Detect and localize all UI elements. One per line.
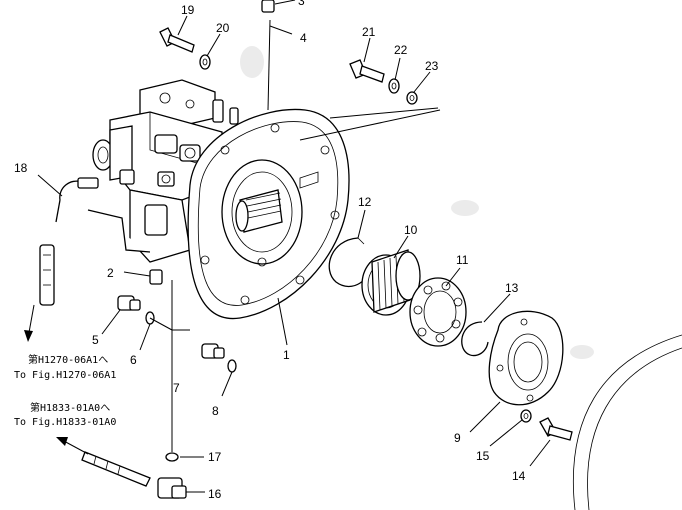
o-ring-17 [165, 452, 179, 462]
washer-20 [199, 54, 211, 70]
callout-14: 14 [512, 469, 526, 483]
bolt-14 [539, 417, 573, 441]
callout-19: 19 [181, 3, 195, 17]
callout-9: 9 [454, 431, 461, 445]
callout-4: 4 [300, 31, 307, 45]
callout-7: 7 [173, 381, 180, 395]
callout-10: 10 [404, 223, 418, 237]
callout-12: 12 [358, 195, 372, 209]
snap-ring-13 [461, 321, 489, 357]
callout-8: 8 [212, 404, 219, 418]
top-fitting [261, 0, 275, 13]
washer-22 [388, 78, 400, 94]
cover-9 [488, 310, 564, 406]
callout-3: 3 [298, 0, 305, 8]
washer-23 [406, 91, 418, 105]
callout-6: 6 [130, 353, 137, 367]
plug-7 [201, 343, 225, 359]
flange-housing [187, 108, 350, 320]
ball-bearing-11 [409, 277, 467, 347]
callout-17: 17 [208, 450, 222, 464]
callout-21: 21 [362, 25, 376, 39]
callout-numbers: 1 2 3 4 5 6 7 8 9 10 11 12 13 14 15 16 1… [14, 0, 526, 501]
leader-lines [24, 0, 551, 493]
callout-15: 15 [476, 449, 490, 463]
roller-bearing-10 [361, 249, 421, 316]
callout-2: 2 [107, 266, 114, 280]
plug-5 [117, 295, 141, 311]
callout-5: 5 [92, 333, 99, 347]
bolt-21 [349, 59, 385, 83]
fitting-16 [81, 451, 187, 499]
callout-23: 23 [425, 59, 439, 73]
ref-a-chinese: 第H1270-06A1へ [28, 353, 108, 366]
callout-16: 16 [208, 487, 222, 501]
watermark-smudges [240, 46, 594, 359]
drum-housing-outline [572, 334, 682, 510]
ref-b-chinese: 第H1833-01A0へ [30, 401, 110, 414]
figure-references: 第H1270-06A1へ To Fig.H1270-06A1 第H1833-01… [14, 353, 116, 428]
hose-18 [39, 177, 151, 306]
callout-22: 22 [394, 43, 408, 57]
callout-18: 18 [14, 161, 28, 175]
plug-2 [149, 269, 163, 285]
callout-13: 13 [505, 281, 519, 295]
ref-b-english: To Fig.H1833-01A0 [14, 417, 116, 428]
callout-1: 1 [283, 348, 290, 362]
washer-15 [520, 409, 532, 423]
callout-11: 11 [456, 253, 469, 267]
callout-20: 20 [216, 21, 230, 35]
o-ring-8 [227, 359, 237, 373]
ref-a-english: To Fig.H1270-06A1 [14, 370, 116, 381]
bolt-19 [159, 27, 195, 53]
